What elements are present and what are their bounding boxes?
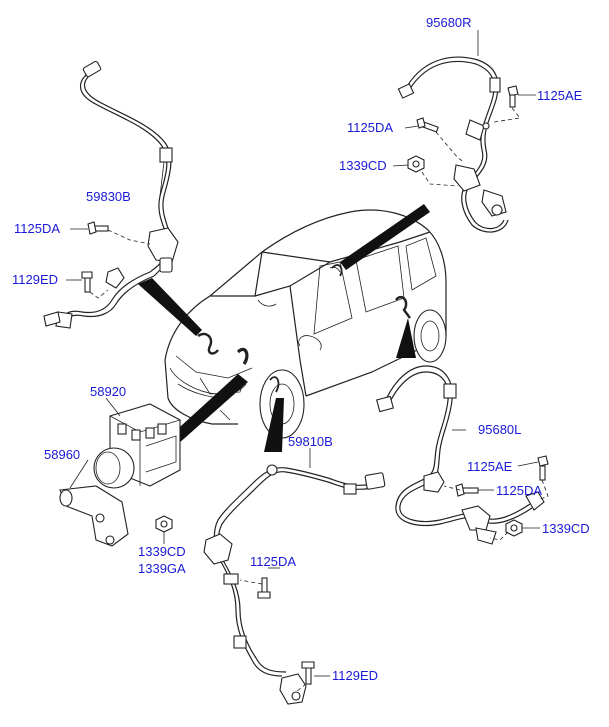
- label-1125DA-mid[interactable]: 1125DA: [250, 554, 297, 569]
- bolt-1125DA-mid: [239, 567, 280, 599]
- bolt-1125DA-top: [404, 117, 465, 163]
- label-1125DA-left[interactable]: 1125DA: [14, 221, 61, 236]
- bolt-1129ED-left: [66, 271, 109, 299]
- label-1129ED-bottom[interactable]: 1129ED: [332, 668, 379, 683]
- sensor-59830B: [43, 60, 179, 329]
- abs-module-58920: [93, 403, 181, 489]
- label-1339GA-module[interactable]: 1339GA: [138, 561, 186, 576]
- nut-1339CD-top: [392, 155, 459, 187]
- bracket-58960: [59, 485, 129, 547]
- label-1125AE-right[interactable]: 1125AE: [467, 459, 513, 474]
- label-1125DA-right[interactable]: 1125DA: [496, 483, 543, 498]
- nut-1339CD-right: [489, 519, 540, 541]
- label-1125AE-top[interactable]: 1125AE: [537, 88, 583, 103]
- nut-1339CD-module: [155, 515, 173, 544]
- bolt-1129ED-bottom: [295, 661, 330, 693]
- label-1339CD-module[interactable]: 1339CD: [138, 544, 186, 559]
- bolt-1125DA-right: [443, 483, 494, 497]
- label-95680L[interactable]: 95680L: [478, 422, 522, 437]
- label-95680R[interactable]: 95680R: [426, 15, 472, 30]
- bolt-1125AE-top: [493, 85, 536, 123]
- leader-lines: [69, 30, 479, 489]
- sensor-95680L: [376, 365, 545, 545]
- label-1339CD-top[interactable]: 1339CD: [339, 158, 387, 173]
- sensor-59810B: [203, 464, 386, 705]
- label-59810B[interactable]: 59810B: [288, 434, 333, 449]
- label-1339CD-right[interactable]: 1339CD: [542, 521, 590, 536]
- car-callout-arrows: [138, 204, 430, 452]
- bolt-1125AE-right: [517, 455, 549, 501]
- bolt-1125DA-left: [70, 221, 151, 245]
- label-58960[interactable]: 58960: [44, 447, 81, 462]
- label-58920[interactable]: 58920: [90, 384, 127, 399]
- sensor-95680R: [397, 56, 509, 233]
- label-1129ED-left[interactable]: 1129ED: [12, 272, 59, 287]
- label-59830B[interactable]: 59830B: [86, 189, 131, 204]
- label-1125DA-top[interactable]: 1125DA: [347, 120, 394, 135]
